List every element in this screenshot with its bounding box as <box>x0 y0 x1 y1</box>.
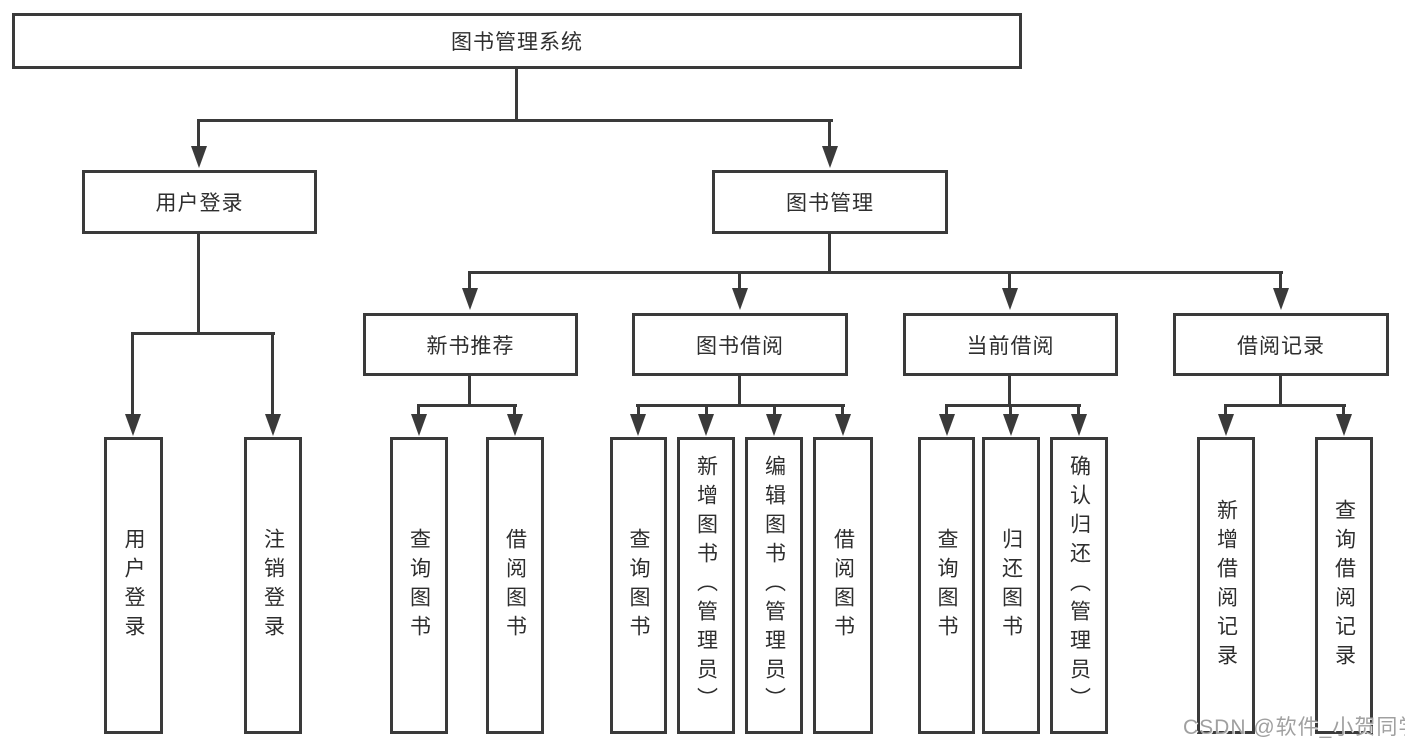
arrow-down-icon <box>265 414 281 436</box>
arrow-down-icon <box>411 414 427 436</box>
connector-newbook-span <box>417 404 517 407</box>
node-book-borrowing: 图书借阅 <box>632 313 848 376</box>
leaf-return-books: 归还图书 <box>982 437 1040 734</box>
leaf-logout: 注销登录 <box>244 437 302 734</box>
arrow-down-icon <box>835 414 851 436</box>
arrow-down-icon <box>462 288 478 310</box>
arrow-down-icon <box>1218 414 1234 436</box>
connector-bookmgmt-span <box>468 271 1283 274</box>
connector-drop <box>271 332 274 416</box>
connector-drop <box>1224 404 1227 416</box>
connector-borrowing-stem <box>738 376 741 407</box>
leaf-edit-book-admin: 编辑图书（管理员） <box>745 437 803 734</box>
arrow-down-icon <box>939 414 955 436</box>
arrow-down-icon <box>766 414 782 436</box>
arrow-down-icon <box>630 414 646 436</box>
node-new-book-recommendation: 新书推荐 <box>363 313 578 376</box>
connector-records-stem <box>1279 376 1282 407</box>
arrow-down-icon <box>1273 288 1289 310</box>
connector-drop <box>773 404 776 416</box>
connector-drop <box>828 119 831 149</box>
leaf-user-login: 用户登录 <box>104 437 163 734</box>
leaf-query-books-borrowing: 查询图书 <box>610 437 667 734</box>
arrow-down-icon <box>1071 414 1087 436</box>
arrow-down-icon <box>1003 414 1019 436</box>
arrow-down-icon <box>507 414 523 436</box>
arrow-down-icon <box>698 414 714 436</box>
arrow-down-icon <box>125 414 141 436</box>
connector-root-stem <box>515 68 518 121</box>
connector-drop <box>637 404 640 416</box>
connector-drop <box>705 404 708 416</box>
node-current-borrowing: 当前借阅 <box>903 313 1118 376</box>
arrow-down-icon <box>1336 414 1352 436</box>
leaf-borrow-books: 借阅图书 <box>813 437 873 734</box>
connector-userlogin-span <box>131 332 275 335</box>
connector-drop <box>738 271 741 291</box>
node-library-management-system: 图书管理系统 <box>12 13 1022 69</box>
node-borrowing-records: 借阅记录 <box>1173 313 1389 376</box>
arrow-down-icon <box>822 146 838 168</box>
connector-drop <box>1008 271 1011 291</box>
arrow-down-icon <box>191 146 207 168</box>
leaf-query-books-recommend: 查询图书 <box>390 437 448 734</box>
connector-drop <box>197 119 200 149</box>
connector-current-stem <box>1008 376 1011 407</box>
node-book-management: 图书管理 <box>712 170 948 234</box>
connector-drop <box>1077 404 1080 416</box>
connector-root-span <box>197 119 833 122</box>
connector-newbook-stem <box>468 376 471 407</box>
connector-userlogin-stem <box>197 234 200 335</box>
leaf-query-borrow-record: 查询借阅记录 <box>1315 437 1373 734</box>
connector-drop <box>468 271 471 291</box>
leaf-confirm-return-admin: 确认归还（管理员） <box>1050 437 1108 734</box>
connector-bookmgmt-stem <box>828 234 831 274</box>
arrow-down-icon <box>1002 288 1018 310</box>
leaf-borrow-books-recommend: 借阅图书 <box>486 437 544 734</box>
leaf-add-borrow-record: 新增借阅记录 <box>1197 437 1255 734</box>
arrow-down-icon <box>732 288 748 310</box>
csdn-watermark: CSDN @软件_小贺同学 <box>1183 716 1405 739</box>
connector-drop <box>1009 404 1012 416</box>
leaf-add-book-admin: 新增图书（管理员） <box>677 437 735 734</box>
connector-drop <box>417 404 420 416</box>
node-user-login: 用户登录 <box>82 170 317 234</box>
connector-drop <box>131 332 134 416</box>
connector-current-span <box>945 404 1081 407</box>
connector-drop <box>513 404 516 416</box>
connector-drop <box>945 404 948 416</box>
connector-records-span <box>1224 404 1346 407</box>
connector-drop <box>1279 271 1282 291</box>
leaf-query-books-current: 查询图书 <box>918 437 975 734</box>
connector-borrowing-span <box>636 404 845 407</box>
connector-drop <box>841 404 844 416</box>
connector-drop <box>1342 404 1345 416</box>
